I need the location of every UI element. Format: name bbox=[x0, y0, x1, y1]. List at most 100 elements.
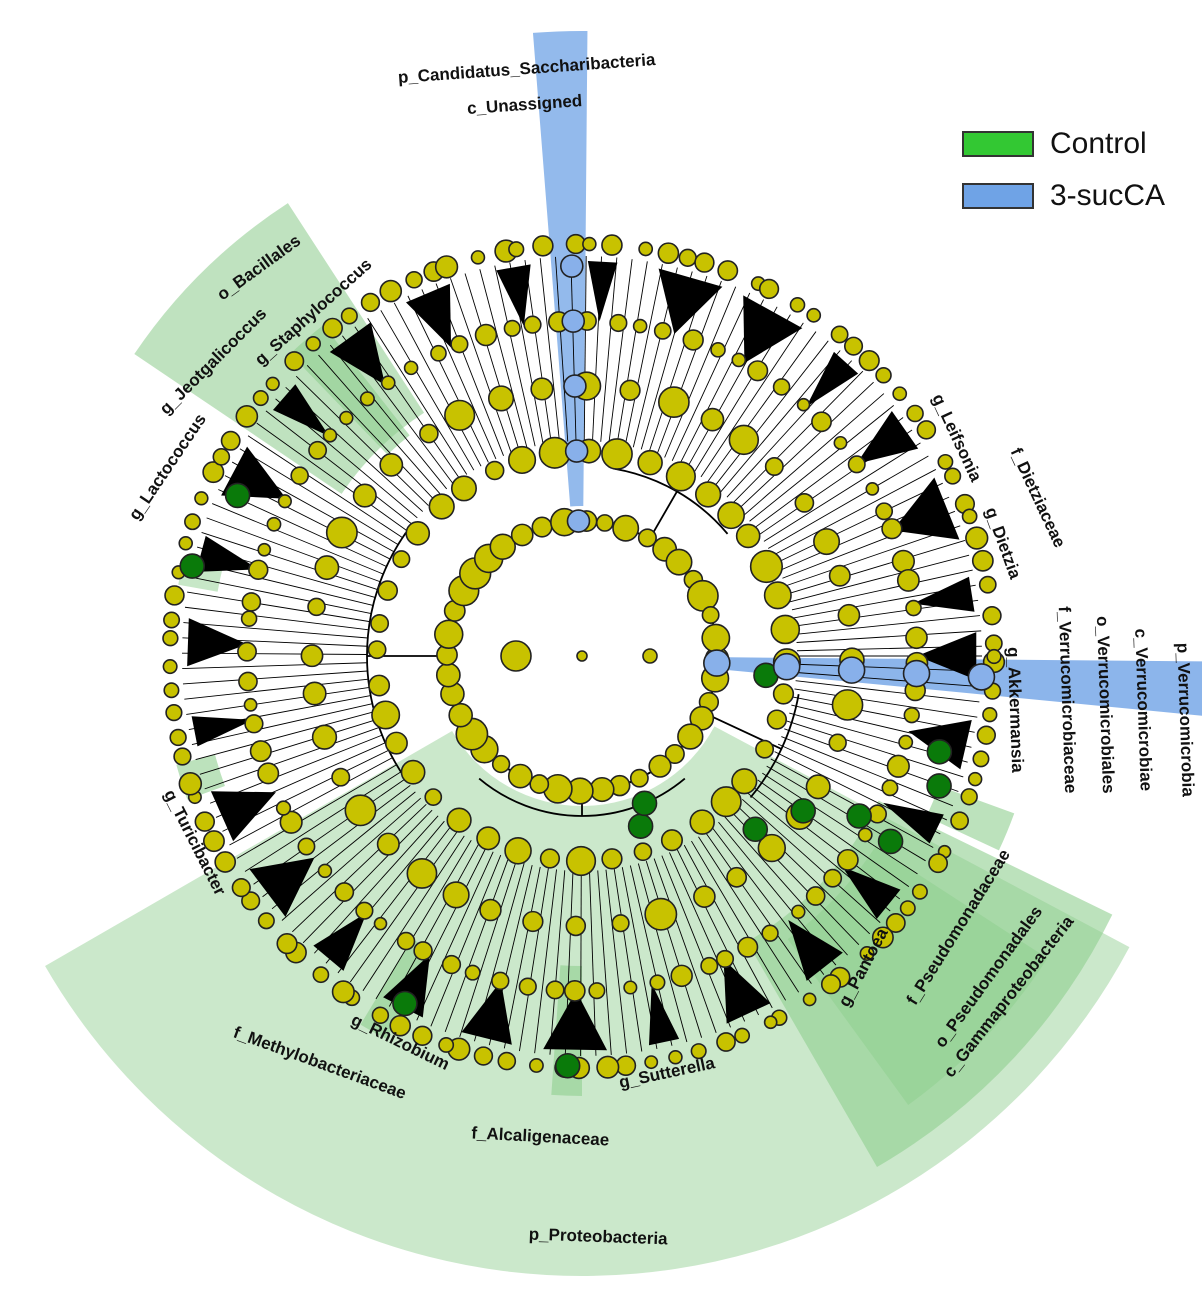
taxon-node bbox=[202, 461, 225, 484]
taxon-node bbox=[334, 882, 355, 902]
taxon-node bbox=[601, 438, 633, 470]
collapsed-wedge bbox=[856, 411, 919, 464]
spoke bbox=[787, 539, 966, 595]
taxon-node bbox=[757, 833, 787, 863]
taxon-node bbox=[916, 420, 937, 440]
spoke bbox=[524, 260, 552, 444]
spoke bbox=[244, 771, 402, 872]
legend-item-3-succa: 3-sucCA bbox=[962, 170, 1192, 222]
control-node bbox=[926, 773, 952, 799]
taxon-node bbox=[317, 863, 333, 879]
taxon-node bbox=[881, 518, 903, 540]
taxon-node bbox=[644, 897, 678, 931]
taxon-node bbox=[344, 794, 377, 827]
taxon-node bbox=[978, 575, 997, 594]
taxon-node bbox=[438, 1037, 455, 1053]
taxon-node bbox=[508, 241, 525, 258]
taxon-node bbox=[470, 250, 486, 265]
taxon-node bbox=[823, 868, 843, 888]
spoke bbox=[295, 375, 429, 506]
taxon-node bbox=[637, 528, 657, 548]
label-verrucomicrobiae: c_Verrucomicrobiae bbox=[1131, 628, 1156, 791]
taxon-node bbox=[794, 492, 815, 513]
taxon-node bbox=[582, 236, 597, 252]
taxon-node bbox=[489, 533, 516, 560]
spoke bbox=[302, 809, 433, 944]
spoke bbox=[464, 273, 520, 451]
3-succa-node bbox=[561, 309, 586, 333]
spoke bbox=[416, 851, 494, 1021]
legend-swatch-3-succa bbox=[962, 183, 1034, 209]
taxon-node bbox=[441, 954, 462, 975]
taxon-node bbox=[164, 585, 185, 606]
spoke bbox=[182, 670, 368, 685]
taxon-node bbox=[376, 832, 400, 856]
label-verrucomicrobiales: o_Verrucomicrobiales bbox=[1093, 616, 1118, 794]
spoke bbox=[265, 410, 413, 525]
spoke bbox=[549, 870, 566, 1055]
taxon-node bbox=[307, 597, 326, 617]
taxon-node bbox=[312, 966, 330, 984]
taxon-node bbox=[731, 768, 758, 795]
taxon-node bbox=[875, 367, 892, 384]
spoke bbox=[700, 322, 804, 478]
spoke bbox=[698, 836, 800, 993]
spoke bbox=[539, 258, 560, 443]
taxon-node bbox=[340, 307, 358, 325]
taxon-node bbox=[565, 915, 587, 937]
taxon-node bbox=[971, 549, 994, 572]
taxon-node bbox=[434, 619, 464, 650]
spoke bbox=[201, 531, 378, 590]
spoke bbox=[762, 772, 918, 875]
taxon-node bbox=[601, 234, 623, 256]
taxon-node bbox=[735, 523, 761, 549]
taxon-node bbox=[257, 762, 280, 785]
taxon-node bbox=[396, 931, 416, 951]
3-succa-node bbox=[837, 656, 866, 684]
spoke bbox=[743, 393, 885, 516]
taxon-node bbox=[649, 974, 666, 991]
taxon-node bbox=[857, 827, 873, 843]
control-node bbox=[877, 828, 904, 855]
taxon-node bbox=[664, 743, 685, 765]
taxon-node bbox=[370, 613, 390, 633]
taxon-node bbox=[428, 493, 455, 520]
collapsed-wedge bbox=[405, 283, 452, 348]
taxon-node bbox=[450, 475, 477, 502]
taxon-node bbox=[657, 242, 680, 265]
taxon-node bbox=[238, 671, 258, 692]
taxon-node bbox=[252, 389, 269, 407]
taxon-node bbox=[588, 982, 606, 1000]
taxon-node bbox=[611, 914, 630, 933]
taxon-node bbox=[530, 377, 554, 401]
taxon-node bbox=[734, 1027, 751, 1044]
spoke bbox=[796, 663, 982, 672]
taxon-node bbox=[377, 580, 399, 601]
taxon-node bbox=[789, 297, 806, 313]
control-node bbox=[224, 482, 251, 509]
collapsed-wedge bbox=[788, 919, 843, 981]
taxon-node bbox=[717, 501, 745, 530]
collapsed-wedge bbox=[249, 857, 315, 917]
taxon-node bbox=[413, 941, 433, 961]
spoke bbox=[189, 576, 372, 614]
taxon-node bbox=[373, 916, 388, 931]
taxon-node bbox=[169, 728, 187, 747]
taxon-node bbox=[178, 535, 193, 551]
taxon-node bbox=[257, 542, 272, 557]
taxon-node bbox=[728, 424, 760, 456]
spoke bbox=[613, 868, 643, 1052]
collapsed-wedge bbox=[917, 632, 977, 680]
taxon-node bbox=[503, 319, 521, 337]
taxon-node bbox=[623, 980, 638, 995]
taxon-node bbox=[507, 763, 533, 789]
taxon-node bbox=[847, 455, 866, 474]
taxon-node bbox=[811, 411, 832, 433]
taxon-node bbox=[670, 964, 693, 988]
taxon-node bbox=[184, 513, 201, 531]
control-node bbox=[926, 738, 953, 765]
taxon-node bbox=[758, 278, 780, 300]
taxon-node bbox=[660, 829, 683, 852]
legend: Control 3-sucCA bbox=[962, 118, 1192, 222]
taxon-node bbox=[484, 460, 505, 481]
